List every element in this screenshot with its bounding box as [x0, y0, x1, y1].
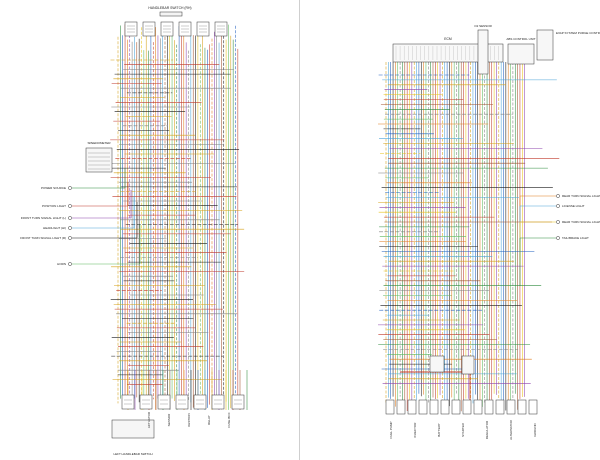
bottom-label: ACTUATOR: [147, 411, 151, 428]
abs-control-block: [507, 43, 535, 65]
evap-label: EVAP SYSTEM PURGE CONTROL SOLENOID VALVE: [556, 31, 600, 35]
abs-label: ABS CONTROL UNIT: [506, 37, 535, 41]
components: HANDLEBAR SWITCH (RH) SPEEDOMETER POWER SO…: [20, 6, 245, 456]
bottom-label: STARTER: [461, 422, 465, 437]
connector-pin: [68, 216, 72, 220]
bottom-component: [407, 399, 417, 415]
bottom-component: [175, 394, 189, 410]
connector-pin: [68, 236, 72, 240]
bottom-component: [139, 394, 153, 410]
connector-label: FRONT TURN SIGNAL LIGHT (R): [20, 236, 66, 240]
bottom-component: [462, 399, 472, 415]
bottom-component: [385, 399, 395, 415]
evap-solenoid-block: [536, 29, 554, 61]
bottom-component: [473, 399, 483, 415]
bottom-component: [396, 399, 406, 415]
bottom-label: IGNITION: [187, 413, 191, 426]
connector-pin: [556, 236, 560, 240]
bottom-label: REGULATOR: [485, 420, 489, 439]
bottom-component: [517, 399, 527, 415]
connector-label: LICENSE LIGHT: [562, 204, 585, 208]
connector-pin: [68, 204, 72, 208]
handlebar-switch-block: [159, 11, 183, 17]
connector-label: TAIL/BRAKE LIGHT: [562, 236, 589, 240]
diagram-title: HANDLEBAR SWITCH (RH): [148, 6, 191, 10]
components: ECM O2 SENSOR ABS CONTROL UNIT EVAP SYSTEM …: [385, 24, 600, 440]
wiring-diagram-page-1: HANDLEBAR SWITCH (RH) SPEEDOMETER POWER SO…: [20, 6, 248, 456]
bottom-label: ALTERNATOR: [509, 419, 513, 440]
relay-block: [429, 355, 445, 373]
connector-label: REAR TURN SIGNAL LIGHT (L): [562, 194, 600, 198]
connector-label: HEADLIGHT (HI): [43, 226, 66, 230]
speedometer-label: SPEEDOMETER: [87, 141, 111, 145]
bottom-label: LEFT HANDLEBAR SWITCH: [113, 452, 152, 456]
page-divider: [299, 0, 300, 460]
o2-sensor-block: [477, 29, 489, 75]
wire-bundle: [72, 22, 248, 410]
bottom-component: [193, 394, 207, 410]
bottom-component: [231, 394, 245, 410]
bottom-component: [121, 394, 135, 410]
bottom-component: [429, 399, 439, 415]
connector-label: HORN: [57, 262, 66, 266]
relay-block: [461, 355, 475, 375]
bottom-label: GROUND: [533, 423, 537, 437]
bottom-component: [495, 399, 505, 415]
connector-label: REAR TURN SIGNAL LIGHT (R): [562, 220, 600, 224]
connector-pin: [68, 262, 72, 266]
bottom-component: [157, 394, 171, 410]
bottom-label: FUSE BOX: [227, 412, 231, 427]
bottom-component: [211, 394, 225, 410]
bottom-label: SENSOR: [167, 413, 171, 427]
bottom-component: [528, 399, 538, 415]
bottom-label: RELAY: [207, 415, 211, 425]
ecm-label: ECM: [444, 37, 452, 41]
connector-pin: [68, 186, 72, 190]
connector-pin: [556, 194, 560, 198]
bottom-label: FUEL PUMP: [389, 421, 393, 438]
connector-pin: [556, 204, 560, 208]
o2-label: O2 SENSOR: [474, 24, 492, 28]
connector-label: POWER SOURCE: [41, 186, 66, 190]
bottom-component: [440, 399, 450, 415]
wire-bundle: [378, 62, 560, 412]
bottom-component: [506, 399, 516, 415]
connector-pin: [556, 220, 560, 224]
left-handlebar-switch: [111, 419, 155, 439]
connector-pin: [68, 226, 72, 230]
bottom-component: [484, 399, 494, 415]
speedometer-block: [85, 147, 113, 173]
connector-label: POSITION LIGHT: [42, 204, 66, 208]
bottom-component: [418, 399, 428, 415]
bottom-label: BATTERY: [437, 423, 441, 437]
bottom-component: [451, 399, 461, 415]
bottom-label: INJECTOR: [413, 422, 417, 438]
connector-label: FRONT TURN SIGNAL LIGHT (L): [21, 216, 66, 220]
